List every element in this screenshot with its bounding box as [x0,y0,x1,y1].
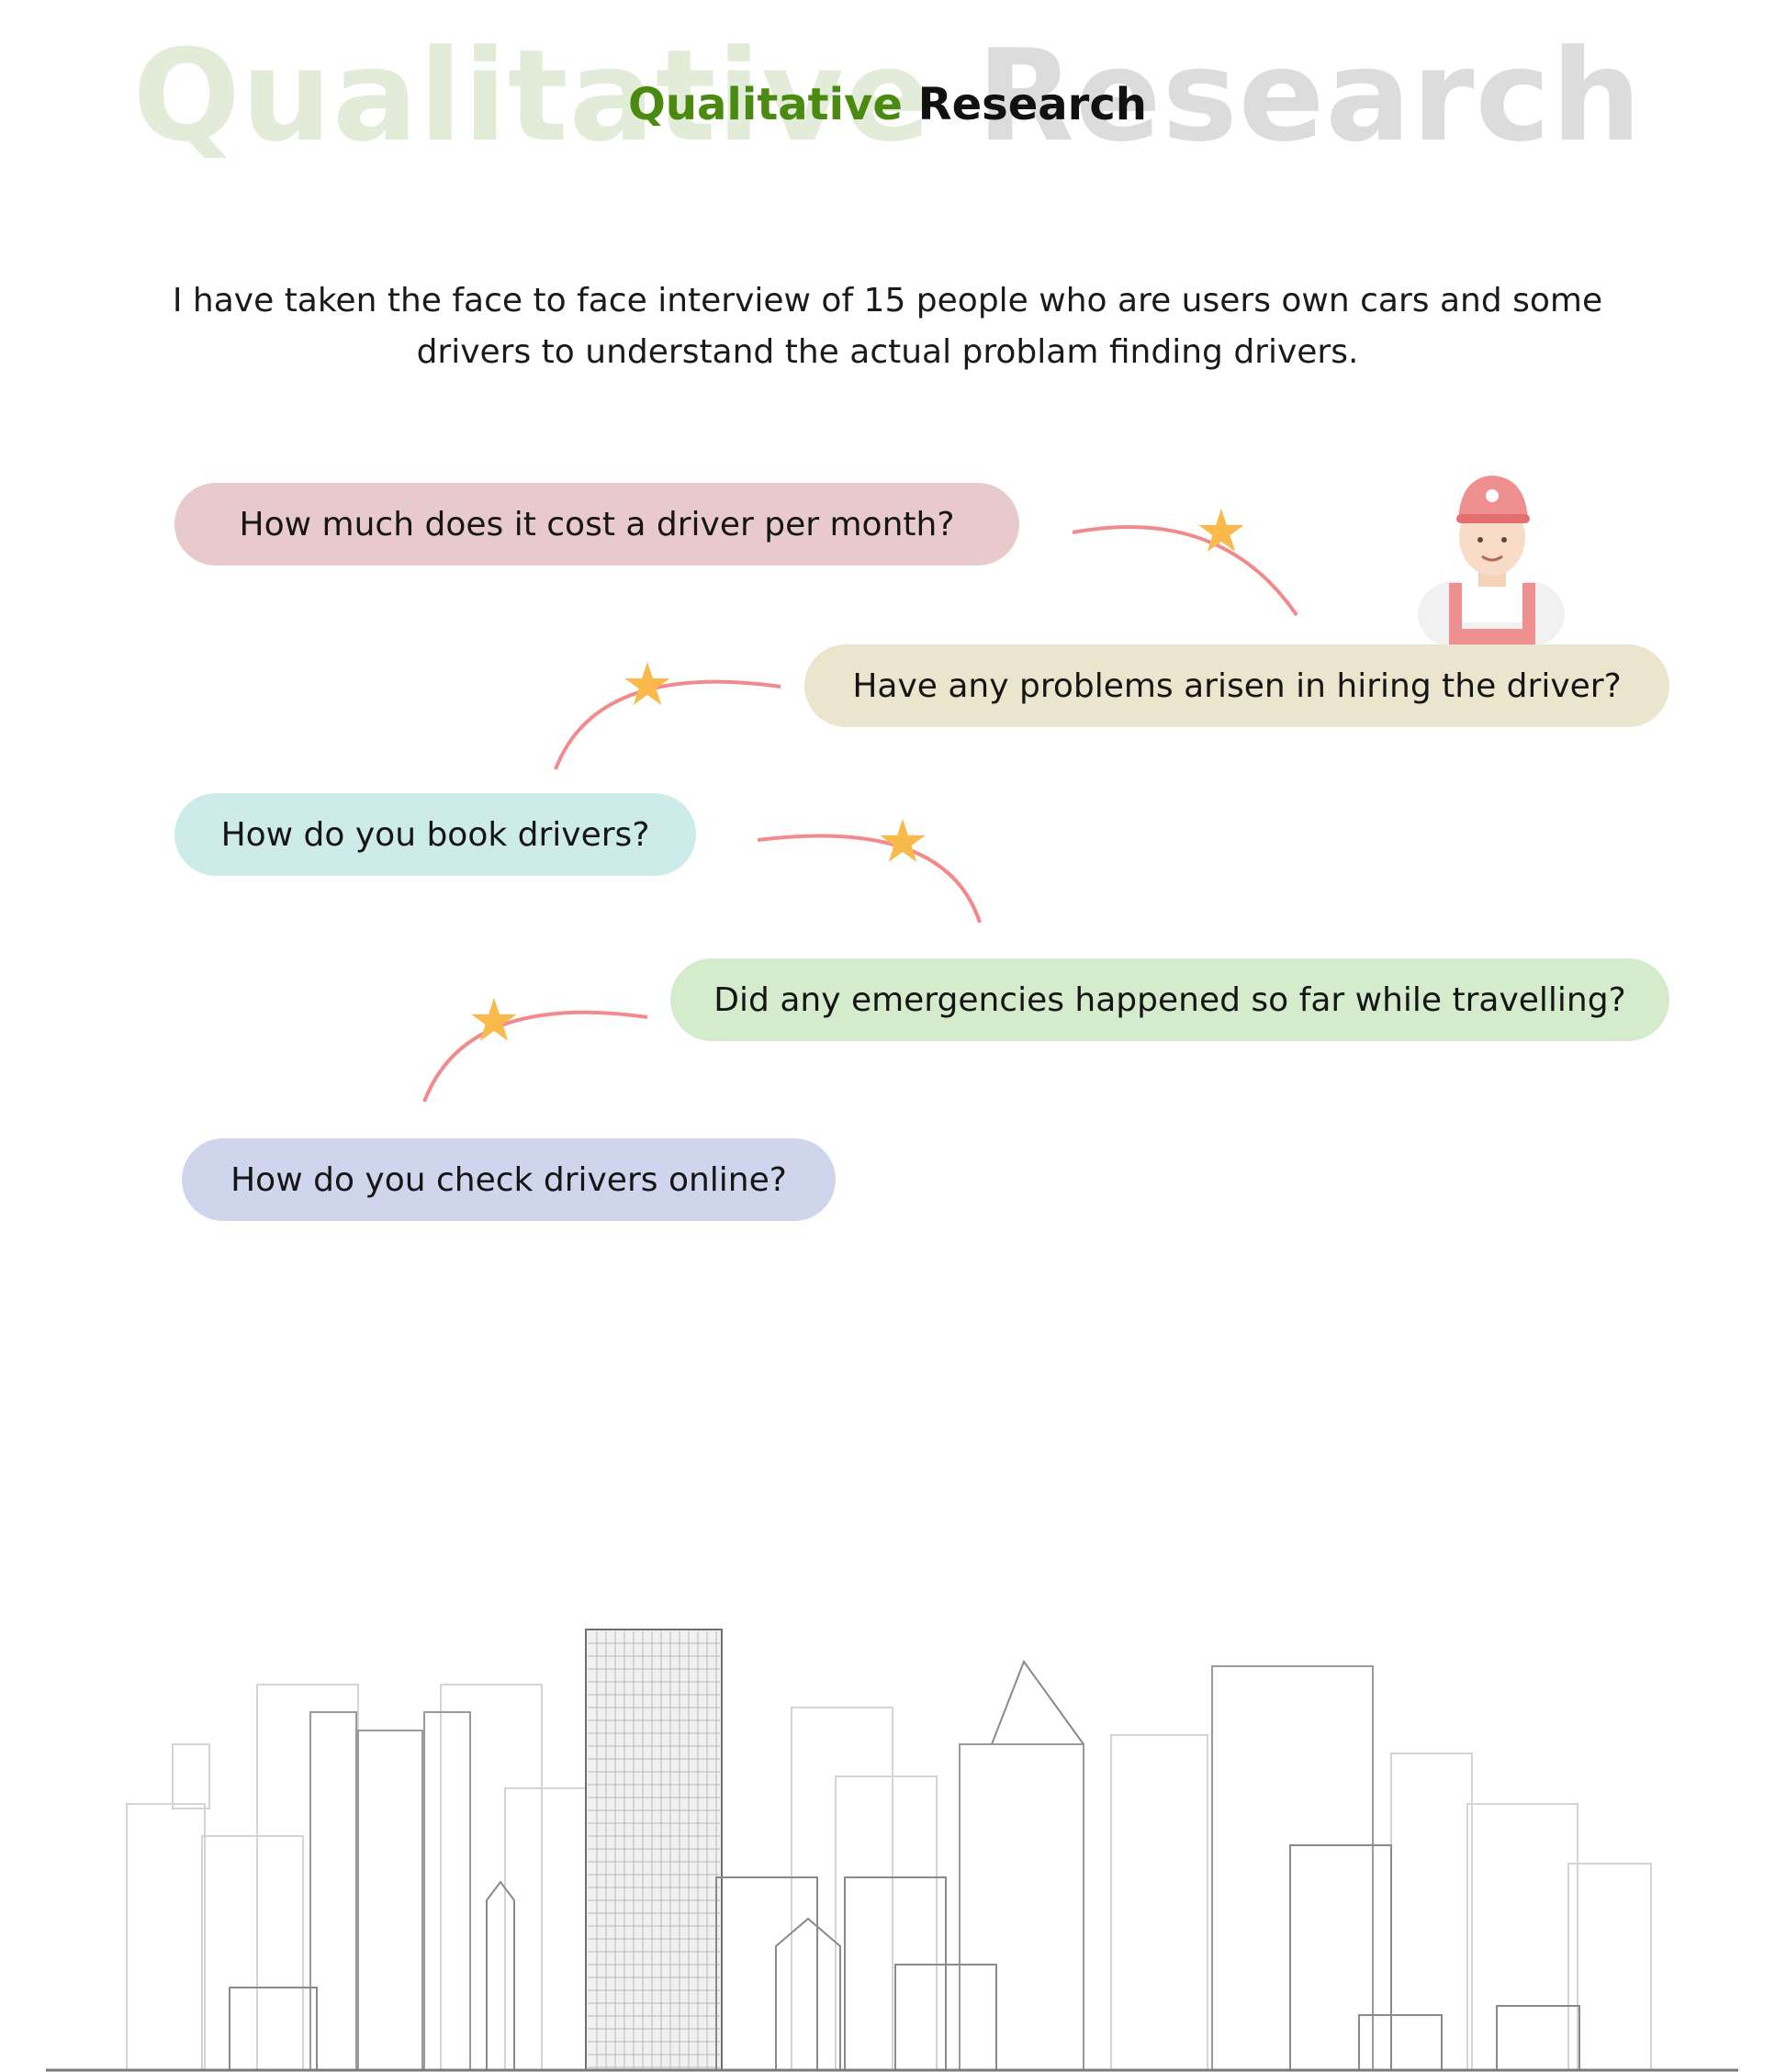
question-flow-connectors [422,509,1298,1103]
title-word-qualitative: Qualitative [628,79,903,130]
question-pill-booking: How do you book drivers? [174,793,696,876]
watermark-word-qualitative: Qualitative [132,22,932,170]
city-skyline-illustration [46,1629,1738,2072]
question-text: Did any emergencies happened so far whil… [713,980,1626,1019]
watermark-word-research: Research [976,22,1643,170]
question-text: How much does it cost a driver per month… [239,505,955,543]
question-text: How do you book drivers? [220,815,650,854]
title-word-research: Research [917,79,1147,130]
question-pill-emergencies: Did any emergencies happened so far whil… [670,958,1669,1041]
connector-arrow-2 [554,679,781,770]
star-icon [471,998,517,1041]
connector-arrow-1 [1072,525,1298,617]
star-icon [1198,509,1244,552]
connector-arrow-3 [757,834,982,924]
question-pill-cost: How much does it cost a driver per month… [174,483,1019,566]
question-pill-online-check: How do you check drivers online? [182,1138,836,1221]
question-pill-hiring-problems: Have any problems arisen in hiring the d… [804,644,1669,727]
page-title: Qualitative Research [0,79,1775,130]
connector-arrow-4 [422,1010,648,1103]
background-watermark-title: Qualitative Research [0,20,1775,173]
star-icon [880,819,926,862]
intro-paragraph: I have taken the face to face interview … [172,282,1603,371]
star-icon [624,662,670,705]
question-text: How do you check drivers online? [230,1160,787,1199]
question-text: Have any problems arisen in hiring the d… [852,666,1622,705]
driver-illustration [1418,476,1565,647]
